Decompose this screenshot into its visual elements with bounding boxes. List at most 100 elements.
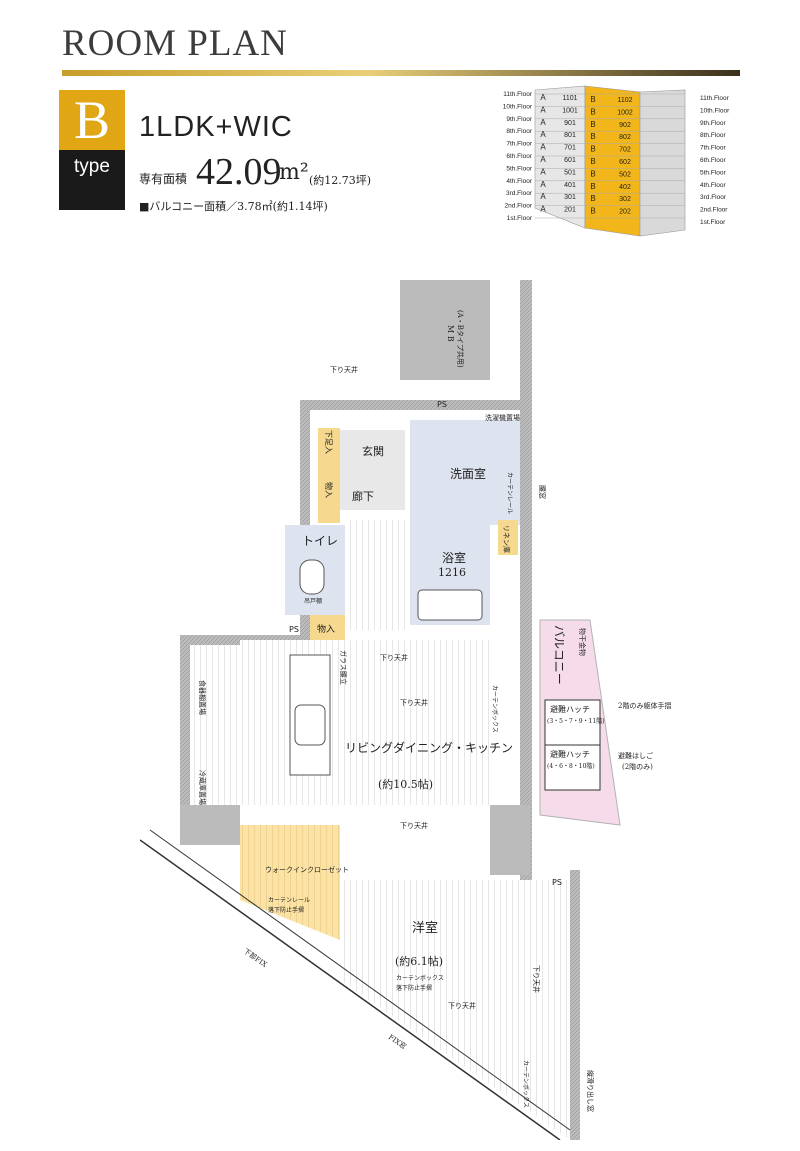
right-floor-label: 1st.Floor <box>700 219 726 226</box>
a-unit-label: 801 <box>564 132 576 139</box>
a-unit-label: 1101 <box>562 95 577 102</box>
area-value: 42.09 <box>196 151 282 193</box>
left-floor-label: 3rd.Floor <box>506 190 533 197</box>
b-letter: B <box>590 120 595 129</box>
label-mb-note: (A・Bタイプ共用) <box>456 310 465 368</box>
kitchen-floor <box>190 645 290 805</box>
label-mono-2: 物入 <box>317 623 335 635</box>
label-fall-guard-1: 落下防止手摺 <box>268 906 304 914</box>
a-letter: A <box>540 155 546 164</box>
label-yoku: 浴室 <box>442 550 466 565</box>
b-letter: B <box>590 169 595 178</box>
label-hashigo-note: (2階のみ) <box>622 762 653 771</box>
closet-small <box>310 615 345 640</box>
right-floor-label: 4th.Floor <box>700 182 726 189</box>
left-floor-label: 7th.Floor <box>506 141 532 148</box>
left-floor-label: 4th.Floor <box>506 178 532 185</box>
a-letter: A <box>540 93 546 102</box>
b-letter: B <box>590 194 595 203</box>
label-genkan: 玄関 <box>362 444 384 458</box>
wic-floor <box>240 825 340 940</box>
label-hatch2: 避難ハッチ <box>550 749 590 759</box>
label-shimo-6: 下り天井 <box>532 965 541 993</box>
a-unit-label: 601 <box>564 157 576 164</box>
label-ps-3: PS <box>552 878 562 887</box>
hall-floor <box>345 520 410 630</box>
b-letter: B <box>590 107 595 116</box>
right-floor-label: 9th.Floor <box>700 120 726 127</box>
label-youshitsu-size: (約6.1帖) <box>395 954 443 968</box>
right-floor-labels: 11th.Floor10th.Floor9th.Floor8th.Floor7t… <box>700 95 730 226</box>
area-tsubo: (約12.73坪) <box>309 174 372 187</box>
label-geta: 下足入 <box>324 430 333 454</box>
left-floor-label: 9th.Floor <box>506 116 532 123</box>
genkan-floor <box>340 430 405 510</box>
label-reizo: 冷蔵庫置場 <box>198 770 207 805</box>
label-ps-2: PS <box>289 625 299 634</box>
b-unit-label: 602 <box>619 159 631 166</box>
label-linen: リネン庫 <box>502 525 511 553</box>
label-mono-1: 物入 <box>324 482 334 498</box>
a-letter: A <box>540 130 546 139</box>
area-unit: m² <box>279 160 309 185</box>
right-floor-label: 10th.Floor <box>700 107 730 114</box>
a-unit-label: 501 <box>564 169 576 176</box>
label-shimo-2: 下り天井 <box>380 653 408 662</box>
right-floor-label: 2nd.Floor <box>700 207 728 214</box>
a-letter: A <box>540 167 546 176</box>
type-letter: B <box>59 90 125 150</box>
label-shita-fix: 下部FIX <box>242 946 269 969</box>
floor-lines <box>535 93 685 219</box>
right-floor-label: 5th.Floor <box>700 169 726 176</box>
label-shimo-1: 下り天井 <box>330 365 358 374</box>
label-curtain-fall: カーテンレール <box>268 897 310 904</box>
a-unit-label: 701 <box>564 145 576 152</box>
label-hashigo: 避難はしご <box>618 751 653 760</box>
walls <box>180 280 580 1140</box>
label-curtain-box-3: カーテンボックス <box>522 1060 530 1108</box>
b-unit-label: 1102 <box>617 97 632 104</box>
b-unit-label: 702 <box>619 147 631 154</box>
right-floor-label: 7th.Floor <box>700 145 726 152</box>
label-shimo-4: 下り天井 <box>400 821 428 830</box>
label-senmen: 洗面室 <box>450 466 486 481</box>
bedroom-wall-line <box>149 829 571 1131</box>
building-elevation: 11th.Floor10th.Floor9th.Floor8th.Floor7t… <box>503 85 730 237</box>
label-toilet: トイレ <box>302 534 338 548</box>
label-youshitsu: 洋室 <box>412 920 438 936</box>
label-wic: ウォークインクローゼット <box>265 865 349 874</box>
bedroom-window-line <box>140 839 561 1140</box>
hatch-lower <box>544 744 601 791</box>
shoe-storage <box>318 428 340 523</box>
label-koshimado: 腰窓 <box>538 485 547 499</box>
label-roka: 廊下 <box>352 489 374 503</box>
left-floor-label: 6th.Floor <box>506 153 532 160</box>
b-unit-label: 202 <box>619 209 631 216</box>
label-yoku-size: 1216 <box>438 566 466 579</box>
a-unit-label: 401 <box>564 182 576 189</box>
right-floor-label: 3rd.Floor <box>700 194 727 201</box>
a-unit-label: 901 <box>564 120 576 127</box>
left-floor-label: 1st.Floor <box>507 215 533 222</box>
label-ldk: リビングダイニング・キッチン <box>345 740 513 755</box>
left-floor-label: 10th.Floor <box>503 103 533 110</box>
a-unit-label: 301 <box>564 194 576 201</box>
label-tesuri-note: 2階のみ躯体手摺 <box>618 701 671 710</box>
label-shimo-3: 下り天井 <box>400 698 428 707</box>
right-floor-label: 6th.Floor <box>700 157 726 164</box>
layout-name: 1LDK+WIC <box>139 111 293 143</box>
sink <box>294 704 326 746</box>
label-ps-1: PS <box>437 400 447 409</box>
b-unit-label: 402 <box>619 184 631 191</box>
title-rule <box>62 70 740 76</box>
a-unit-label: 201 <box>564 207 576 214</box>
b-letter: B <box>590 157 595 166</box>
label-curtain-box-1: カーテンボックス <box>491 685 499 733</box>
label-shimo-5: 下り天井 <box>448 1001 476 1010</box>
b-unit-label: 802 <box>619 134 631 141</box>
label-monohoshi: 物干金物 <box>578 628 587 656</box>
label-hatch2-floors: (4・6・8・10階) <box>547 762 595 770</box>
page-title: ROOM PLAN <box>62 23 288 64</box>
b-unit-labels: 11021002902802702602502402302202BBBBBBBB… <box>590 95 633 216</box>
label-hatch1: 避難ハッチ <box>550 704 590 714</box>
